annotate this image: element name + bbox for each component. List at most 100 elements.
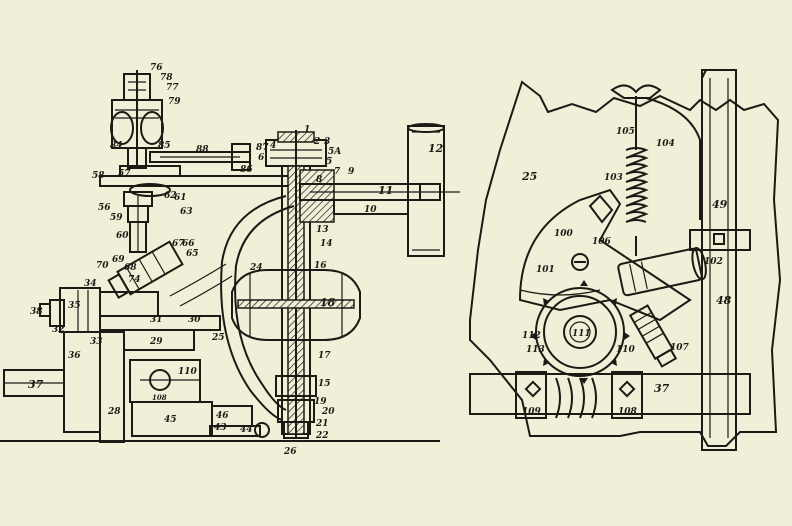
label-56: 56 bbox=[98, 203, 111, 213]
label-32: 32 bbox=[52, 325, 65, 335]
adjusting-screw-107 bbox=[628, 304, 678, 368]
label-1: 1 bbox=[304, 125, 310, 135]
label-29: 29 bbox=[149, 337, 163, 347]
label-14: 14 bbox=[320, 239, 333, 249]
main-shaft-37 bbox=[3, 369, 65, 397]
label-13: 13 bbox=[316, 225, 329, 235]
label-85: 85 bbox=[158, 141, 171, 151]
label-57: 57 bbox=[118, 169, 131, 179]
label-86: 86 bbox=[240, 165, 253, 175]
left-figure-labels: 76 78 77 79 84 85 88 87 86 58 57 62 61 5… bbox=[28, 63, 444, 457]
label-21: 21 bbox=[315, 419, 329, 429]
label-106: 106 bbox=[592, 237, 612, 247]
label-108-left: 108 bbox=[152, 393, 167, 402]
frame-outline-25 bbox=[469, 80, 782, 447]
label-105: 105 bbox=[616, 127, 635, 137]
label-36: 36 bbox=[68, 351, 81, 361]
upright-column-49 bbox=[689, 69, 751, 451]
label-22: 22 bbox=[315, 431, 329, 441]
label-110-left: 110 bbox=[178, 367, 198, 377]
label-3: 3 bbox=[324, 137, 330, 147]
label-17: 17 bbox=[318, 351, 331, 361]
drum-18 bbox=[231, 269, 361, 341]
label-101: 101 bbox=[536, 265, 555, 275]
label-77: 77 bbox=[166, 83, 179, 93]
label-24: 24 bbox=[249, 263, 263, 273]
label-25-right: 25 bbox=[521, 170, 537, 183]
label-26: 26 bbox=[283, 447, 297, 457]
label-100: 100 bbox=[554, 229, 574, 239]
spring-assembly bbox=[610, 84, 701, 256]
upper-arm-assembly bbox=[149, 143, 251, 171]
pulley-shaft-assembly bbox=[299, 123, 460, 257]
label-19: 19 bbox=[314, 397, 327, 407]
top-spindle-assembly bbox=[110, 70, 164, 169]
label-31: 31 bbox=[150, 315, 163, 325]
label-49: 49 bbox=[712, 198, 728, 211]
label-69: 69 bbox=[112, 255, 125, 265]
label-28: 28 bbox=[107, 407, 121, 417]
inclined-cylinder bbox=[107, 240, 184, 300]
label-20: 20 bbox=[321, 407, 335, 417]
label-10: 10 bbox=[364, 205, 377, 215]
label-111: 111 bbox=[572, 329, 591, 339]
cam-lever-assembly bbox=[518, 188, 692, 322]
label-65: 65 bbox=[186, 249, 199, 259]
label-61: 61 bbox=[174, 193, 187, 203]
label-76: 76 bbox=[150, 63, 163, 73]
label-11: 11 bbox=[378, 184, 393, 197]
label-107: 107 bbox=[670, 343, 690, 353]
label-37: 37 bbox=[28, 378, 44, 391]
label-87: 87 bbox=[256, 143, 269, 153]
label-67: 67 bbox=[172, 239, 185, 249]
label-7: 7 bbox=[334, 167, 341, 177]
right-section-view: 25 105 104 103 49 100 106 101 102 48 111… bbox=[469, 69, 782, 451]
label-44: 44 bbox=[240, 425, 253, 435]
label-33: 33 bbox=[90, 337, 103, 347]
gear-wheel-110 bbox=[530, 280, 630, 384]
label-113: 113 bbox=[526, 345, 545, 355]
label-79: 79 bbox=[168, 97, 181, 107]
label-37-right: 37 bbox=[654, 382, 670, 395]
label-34: 34 bbox=[84, 279, 97, 289]
label-15: 15 bbox=[318, 379, 331, 389]
label-16: 16 bbox=[314, 261, 327, 271]
label-62: 62 bbox=[164, 191, 177, 201]
label-45: 45 bbox=[164, 415, 177, 425]
label-25-left: 25 bbox=[211, 333, 225, 343]
label-103: 103 bbox=[604, 173, 623, 183]
label-58: 58 bbox=[92, 171, 105, 181]
label-4: 4 bbox=[270, 141, 276, 151]
right-figure-labels: 25 105 104 103 49 100 106 101 102 48 111… bbox=[521, 127, 732, 417]
label-9: 9 bbox=[348, 167, 355, 177]
label-35: 35 bbox=[68, 301, 81, 311]
label-30: 30 bbox=[188, 315, 201, 325]
label-112: 112 bbox=[522, 331, 541, 341]
label-109: 109 bbox=[522, 407, 542, 417]
label-43: 43 bbox=[214, 423, 227, 433]
label-102: 102 bbox=[704, 257, 723, 267]
label-66: 66 bbox=[182, 239, 195, 249]
label-6: 6 bbox=[258, 153, 265, 163]
label-18: 18 bbox=[320, 296, 336, 309]
label-68: 68 bbox=[124, 263, 137, 273]
label-2: 2 bbox=[313, 137, 320, 147]
lower-housing bbox=[129, 359, 270, 438]
label-60: 60 bbox=[116, 231, 129, 241]
label-59: 59 bbox=[110, 213, 123, 223]
label-5a: 5A bbox=[328, 147, 341, 157]
label-48: 48 bbox=[716, 294, 732, 307]
left-base-frame bbox=[39, 287, 221, 443]
label-8: 8 bbox=[316, 175, 323, 185]
label-84: 84 bbox=[110, 141, 123, 151]
label-63: 63 bbox=[180, 207, 193, 217]
label-88: 88 bbox=[196, 145, 209, 155]
label-70: 70 bbox=[96, 261, 109, 271]
label-38: 38 bbox=[30, 307, 43, 317]
label-104: 104 bbox=[656, 139, 675, 149]
cylinder-102 bbox=[617, 246, 707, 297]
left-column bbox=[123, 191, 153, 253]
label-46: 46 bbox=[216, 411, 229, 421]
